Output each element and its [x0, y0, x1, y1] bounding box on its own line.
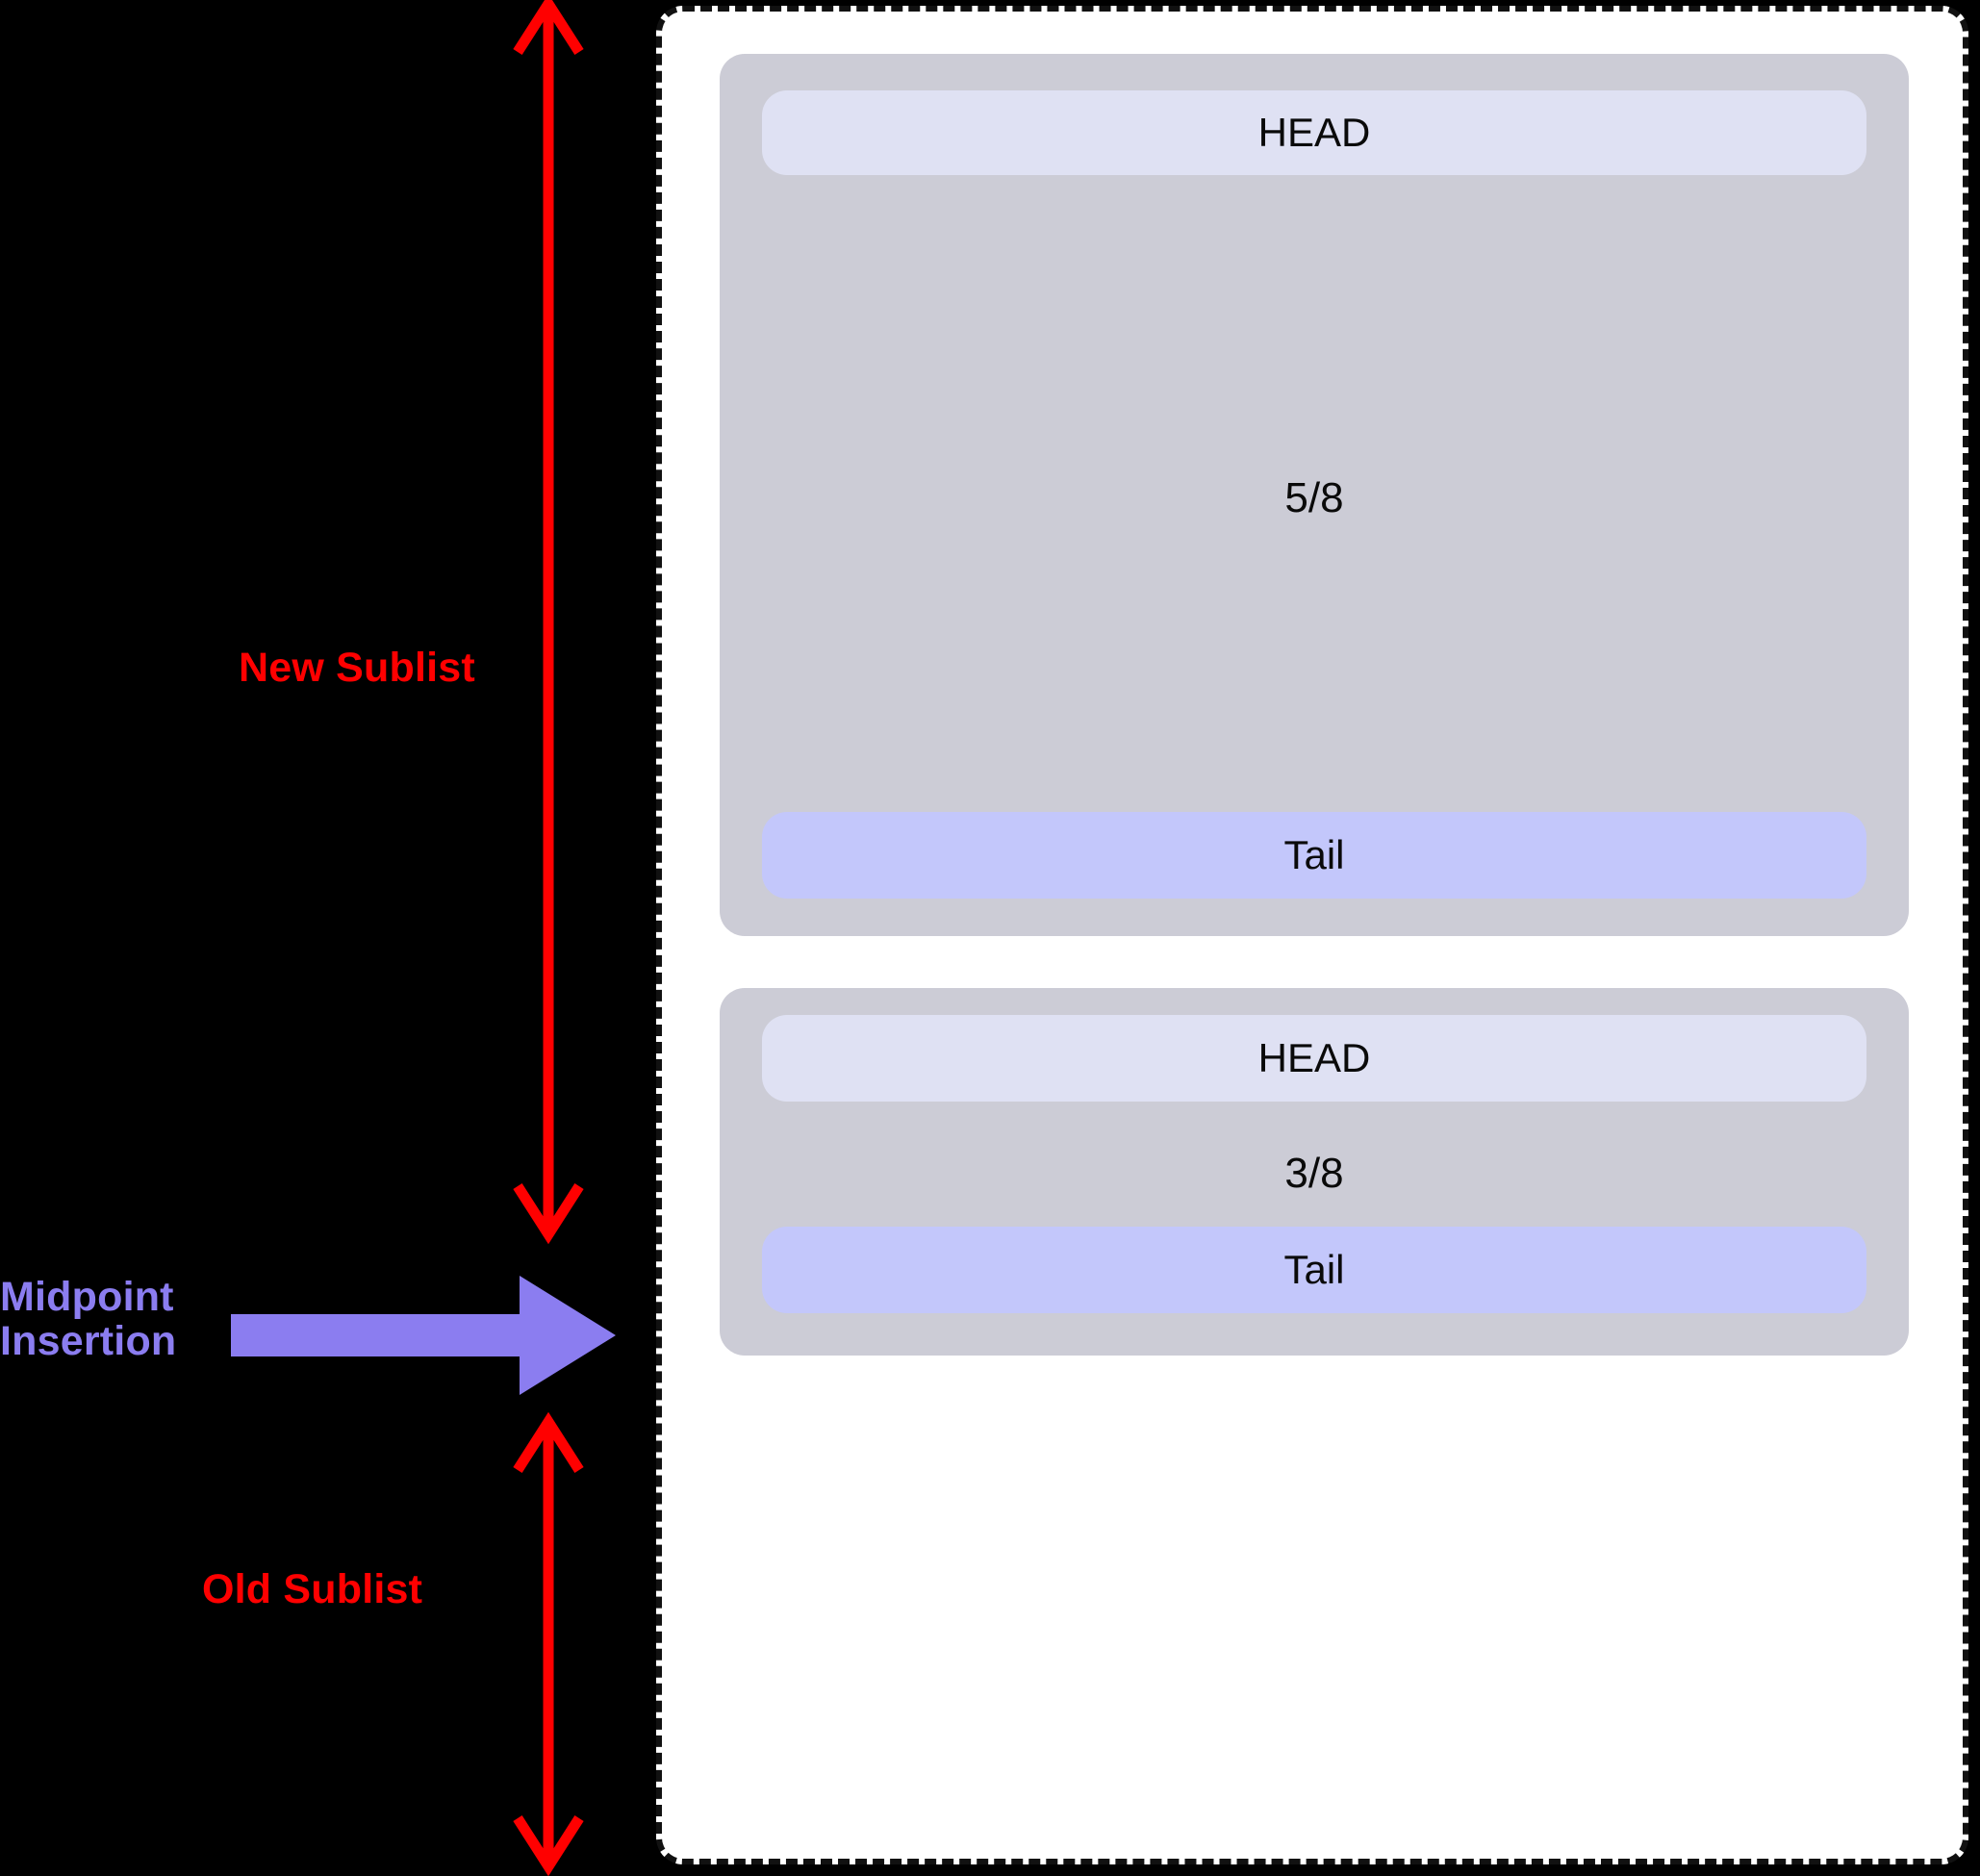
new-sublist-head-label: HEAD	[1257, 110, 1371, 155]
new-sublist-container: HEAD 5/8 Tail	[720, 54, 1909, 936]
old-sublist-head-label: HEAD	[1257, 1035, 1371, 1080]
old-sublist-fraction-label: 3/8	[1284, 1150, 1344, 1197]
new-sublist-tail-label: Tail	[1283, 832, 1345, 877]
old-sublist-head-node[interactable]: HEAD	[762, 1015, 1866, 1102]
midpoint-insertion-annotation-label: Midpoint Insertion	[0, 1274, 177, 1364]
old-sublist-measure-arrow-icon	[513, 1411, 584, 1876]
linked-list-panel: HEAD 5/8 Tail HEAD 3/8 Tail	[656, 6, 1968, 1864]
new-sublist-fraction-label: 5/8	[1284, 474, 1344, 521]
old-sublist-container: HEAD 3/8 Tail	[720, 988, 1909, 1356]
old-sublist-tail-node[interactable]: Tail	[762, 1227, 1866, 1313]
new-sublist-head-node[interactable]: HEAD	[762, 90, 1866, 175]
old-sublist-tail-label: Tail	[1283, 1247, 1345, 1292]
old-sublist-annotation-label: Old Sublist	[202, 1566, 423, 1612]
new-sublist-annotation-label: New Sublist	[239, 645, 475, 691]
midpoint-insertion-arrow-icon	[231, 1276, 616, 1395]
new-sublist-measure-arrow-icon	[513, 0, 584, 1245]
new-sublist-tail-node[interactable]: Tail	[762, 812, 1866, 899]
